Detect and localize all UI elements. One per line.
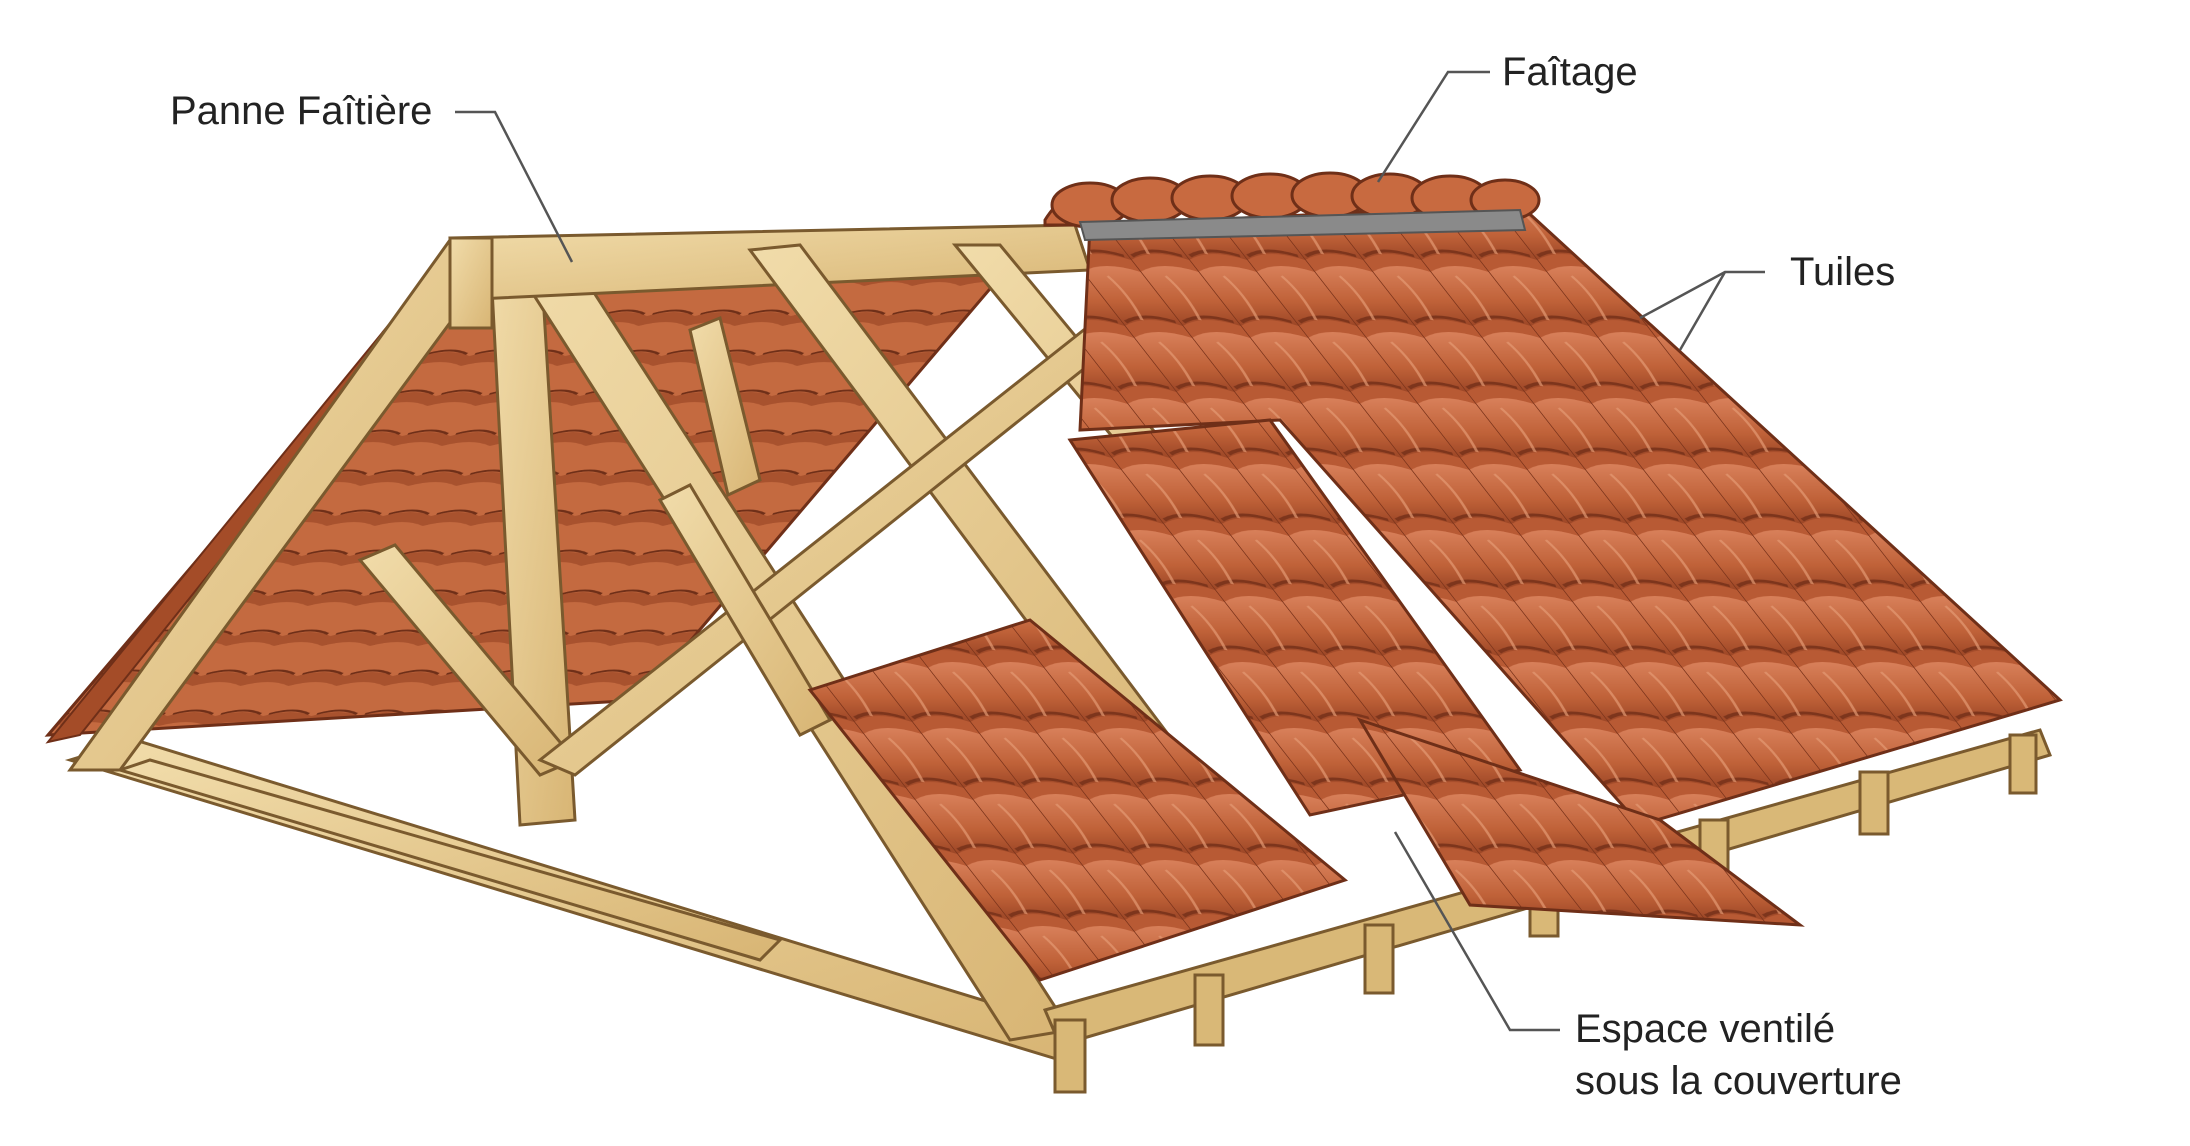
inner-brace-2 [657, 483, 833, 737]
tie-beam-back [115, 758, 783, 962]
label-panne-faitiere: Panne Faîtière [170, 89, 432, 133]
ridge-purlin-end [448, 236, 494, 330]
ridge-membrane [1078, 208, 1527, 242]
label-espace-ventile-line2: sous la couverture [1575, 1059, 1902, 1103]
leader-panne-faitiere [455, 110, 574, 263]
tile-field-middle [1067, 418, 1523, 817]
leader-espace-ventile [1393, 831, 1560, 1032]
label-espace-ventile-line1: Espace ventilé [1575, 1007, 1835, 1051]
inner-brace-3 [688, 315, 762, 498]
leader-faitage [1376, 70, 1490, 183]
leader-tuiles-2 [1678, 271, 1727, 351]
label-tuiles: Tuiles [1790, 250, 1895, 294]
ridge-cap-tiles [1043, 171, 1541, 229]
tile-patch-lower-left [807, 618, 1349, 982]
tile-field-lower [1356, 717, 1805, 927]
eave-posts [1053, 733, 2038, 1094]
label-faitage: Faîtage [1502, 50, 1638, 94]
leader-lines [455, 70, 1765, 1032]
